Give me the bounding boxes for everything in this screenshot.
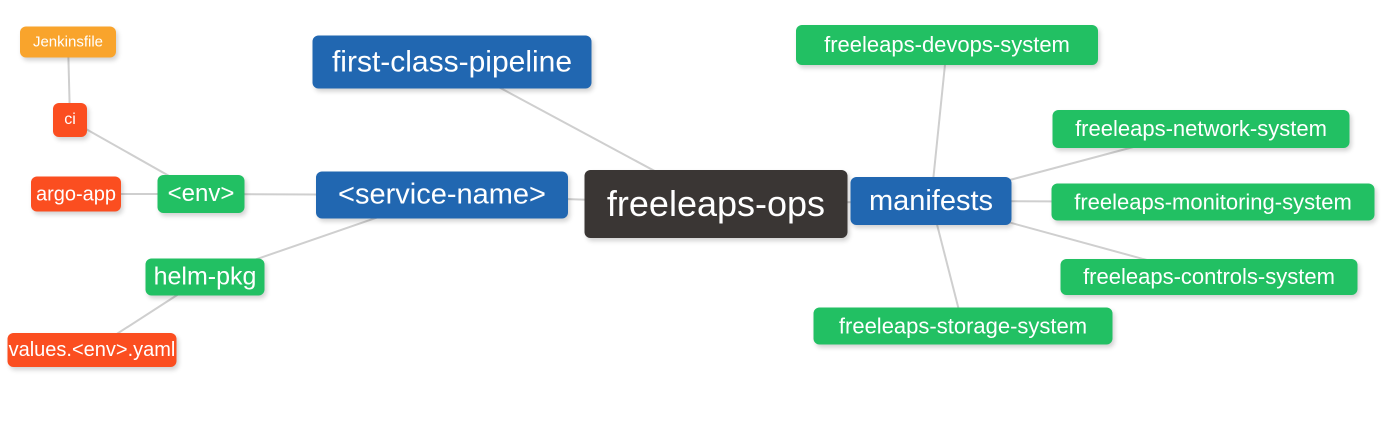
node-freeleaps-monitoring-system[interactable]: freeleaps-monitoring-system xyxy=(1051,183,1375,221)
node-first-class-pipeline[interactable]: first-class-pipeline xyxy=(312,35,592,89)
node-freeleaps-network-system[interactable]: freeleaps-network-system xyxy=(1052,110,1350,148)
node-freeleaps-devops-system[interactable]: freeleaps-devops-system xyxy=(796,25,1098,65)
node-values-env-yaml[interactable]: values.<env>.yaml xyxy=(7,333,177,367)
node-argo-app[interactable]: argo-app xyxy=(31,176,121,212)
node-env[interactable]: <env> xyxy=(157,175,245,213)
node-service-name[interactable]: <service-name> xyxy=(316,171,568,219)
node-helm-pkg[interactable]: helm-pkg xyxy=(145,258,265,296)
node-manifests[interactable]: manifests xyxy=(850,177,1012,225)
node-freeleaps-storage-system[interactable]: freeleaps-storage-system xyxy=(813,307,1113,345)
edge-manifests-freeleaps-devops-system xyxy=(930,44,948,202)
node-freeleaps-controls-system[interactable]: freeleaps-controls-system xyxy=(1060,259,1358,295)
node-jenkinsfile[interactable]: Jenkinsfile xyxy=(20,26,116,58)
node-freeleaps-ops[interactable]: freeleaps-ops xyxy=(584,170,848,238)
node-ci[interactable]: ci xyxy=(53,103,87,137)
